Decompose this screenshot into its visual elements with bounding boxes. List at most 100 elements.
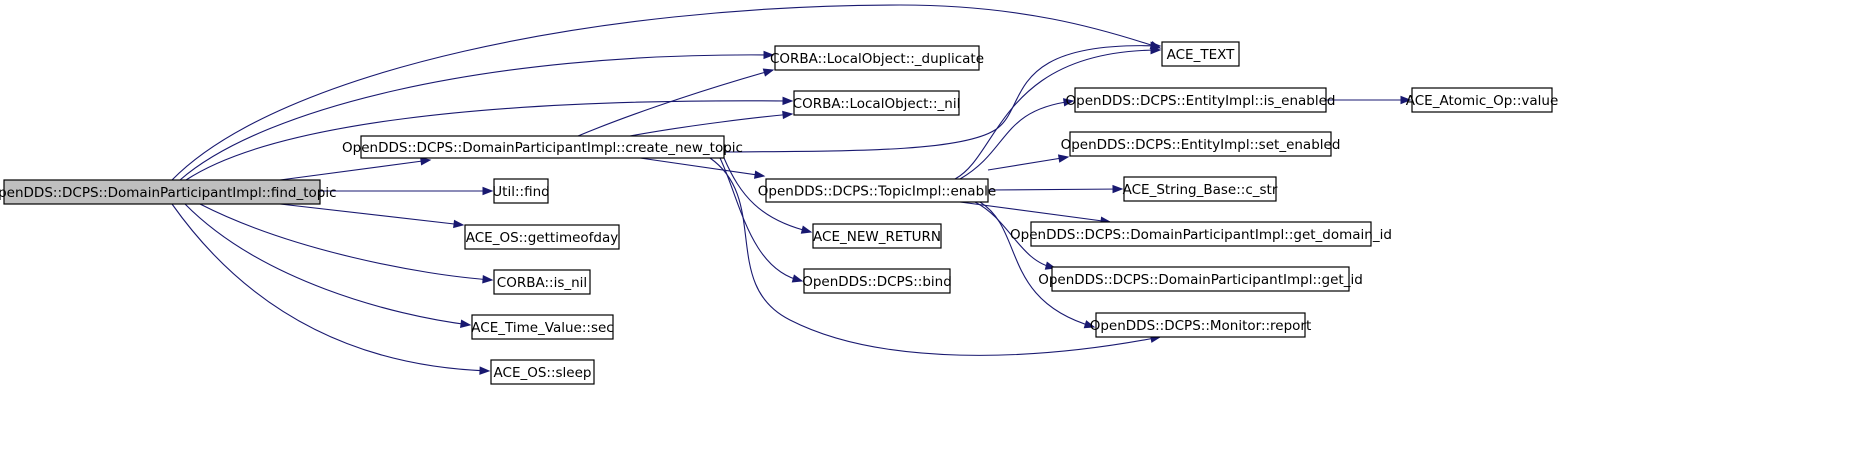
edge-topicimpl_enable-to-entity_set_enabled xyxy=(987,154,1070,171)
node-label: CORBA::LocalObject::_duplicate xyxy=(770,51,984,67)
node-box xyxy=(765,178,989,203)
node-localobject-duplicate[interactable]: CORBA::LocalObject::_duplicate xyxy=(770,45,984,71)
node-string-base-c-str[interactable]: ACE_String_Base::c_str xyxy=(1123,176,1278,202)
node-label: OpenDDS::DCPS::TopicImpl::enable xyxy=(758,184,996,200)
edge-line xyxy=(279,203,464,226)
edge-find_topic-to-localobject_nil xyxy=(185,96,794,181)
edge-topicimpl_enable-to-monitor_report xyxy=(979,201,1096,329)
node-entity-is-enabled[interactable]: OpenDDS::DCPS::EntityImpl::is_enabled xyxy=(1066,87,1336,113)
node-label: OpenDDS::DCPS::DomainParticipantImpl::cr… xyxy=(342,140,743,156)
node-box xyxy=(1069,131,1332,157)
edge-topicimpl_enable-to-ace_text xyxy=(954,45,1162,180)
node-box xyxy=(360,135,725,159)
edge-topicimpl_enable-to-entity_is_enabled xyxy=(959,98,1075,180)
node-box xyxy=(803,268,951,294)
edge-find_topic-to-localobject_duplicate xyxy=(179,50,775,181)
node-box xyxy=(1030,221,1372,247)
edge-find_topic-to-time_value_sec xyxy=(184,203,472,328)
arrowhead xyxy=(1112,184,1124,194)
node-box xyxy=(464,224,620,250)
edge-topicimpl_enable-to-string_base_c_str xyxy=(987,184,1124,194)
edge-find_topic-to-ace_os_sleep xyxy=(171,203,491,375)
node-box xyxy=(493,178,549,204)
node-entity-set-enabled[interactable]: OpenDDS::DCPS::EntityImpl::set_enabled xyxy=(1061,131,1341,157)
arrowhead xyxy=(420,157,432,166)
node-label: ACE_OS::sleep xyxy=(494,365,592,381)
node-label: ACE_String_Base::c_str xyxy=(1123,182,1278,198)
arrowhead xyxy=(453,219,465,229)
node-label: OpenDDS::DCPS::DomainParticipantImpl::ge… xyxy=(1010,227,1392,243)
edge-create_new_topic-to-ace_new_return xyxy=(723,157,813,234)
edge-line xyxy=(171,203,490,372)
edge-line xyxy=(987,188,1123,191)
edge-topicimpl_enable-to-get_domain_id xyxy=(959,201,1112,225)
edge-line xyxy=(184,203,471,326)
edge-line xyxy=(974,201,1056,269)
node-dcps-bind[interactable]: OpenDDS::DCPS::bind xyxy=(802,268,952,294)
node-gettimeofday[interactable]: ACE_OS::gettimeofday xyxy=(464,224,620,250)
node-monitor-report[interactable]: OpenDDS::DCPS::Monitor::report xyxy=(1090,312,1312,338)
node-box xyxy=(1411,87,1553,113)
node-find-topic[interactable]: OpenDDS::DCPS::DomainParticipantImpl::fi… xyxy=(0,179,337,205)
node-box xyxy=(1051,266,1350,292)
edge-find_topic-to-corba_is_nil xyxy=(199,203,494,284)
edge-line xyxy=(987,156,1069,171)
edge-line xyxy=(279,159,431,181)
arrowhead xyxy=(1057,154,1070,163)
node-label: ACE_TEXT xyxy=(1167,47,1235,63)
node-label: ACE_NEW_RETURN xyxy=(813,229,941,245)
edge-find_topic-to-create_new_topic xyxy=(279,157,432,181)
edge-line xyxy=(199,203,493,281)
arrowhead xyxy=(782,110,794,120)
node-box xyxy=(3,179,321,205)
arrowhead xyxy=(782,96,794,106)
node-topicimpl-enable[interactable]: OpenDDS::DCPS::TopicImpl::enable xyxy=(758,178,996,203)
arrowhead xyxy=(763,50,775,60)
node-corba-is-nil[interactable]: CORBA::is_nil xyxy=(493,269,591,295)
node-localobject-nil[interactable]: CORBA::LocalObject::_nil xyxy=(793,90,961,116)
node-label: CORBA::is_nil xyxy=(497,275,587,291)
node-label: ACE_Time_Value::sec xyxy=(471,320,613,336)
arrowhead xyxy=(460,319,472,328)
arrowhead xyxy=(800,225,813,234)
node-get-id[interactable]: OpenDDS::DCPS::DomainParticipantImpl::ge… xyxy=(1038,266,1363,292)
call-nodes: OpenDDS::DCPS::DomainParticipantImpl::fi… xyxy=(0,41,1559,385)
node-label: OpenDDS::DCPS::bind xyxy=(802,274,952,290)
edge-entity_is_enabled-to-atomic_op_value xyxy=(1326,95,1412,105)
arrowhead xyxy=(1150,45,1162,55)
node-get-domain-id[interactable]: OpenDDS::DCPS::DomainParticipantImpl::ge… xyxy=(1010,221,1392,247)
node-box xyxy=(793,90,960,116)
edge-line xyxy=(959,100,1074,180)
arrowhead xyxy=(1400,95,1412,105)
node-ace-new-return[interactable]: ACE_NEW_RETURN xyxy=(812,223,942,249)
node-box xyxy=(774,45,980,71)
arrowhead xyxy=(1062,98,1075,107)
edge-line xyxy=(639,157,765,177)
arrowhead xyxy=(1083,320,1096,329)
edge-create_new_topic-to-localobject_duplicate xyxy=(577,68,775,137)
edge-line xyxy=(723,157,812,233)
edge-line xyxy=(577,69,774,137)
node-label: ACE_OS::gettimeofday xyxy=(466,230,619,246)
edge-line xyxy=(629,113,793,137)
edge-line xyxy=(979,201,1095,328)
node-label: CORBA::LocalObject::_nil xyxy=(793,96,961,112)
arrowhead xyxy=(482,275,494,284)
edge-find_topic-to-util_find xyxy=(320,186,494,196)
node-util-find[interactable]: Util::find xyxy=(492,178,550,204)
node-box xyxy=(812,223,942,249)
edge-line xyxy=(171,4,1161,181)
node-atomic-op-value[interactable]: ACE_Atomic_Op::value xyxy=(1406,87,1559,113)
node-time-value-sec[interactable]: ACE_Time_Value::sec xyxy=(471,314,614,340)
arrowhead xyxy=(791,274,804,283)
node-box xyxy=(471,314,614,340)
node-box xyxy=(1123,176,1277,202)
edge-line xyxy=(959,201,1111,223)
call-edges xyxy=(171,4,1412,375)
node-box xyxy=(1161,41,1240,67)
node-create-new-topic[interactable]: OpenDDS::DCPS::DomainParticipantImpl::cr… xyxy=(342,135,743,159)
edge-line xyxy=(709,157,1161,356)
node-ace-os-sleep[interactable]: ACE_OS::sleep xyxy=(490,359,595,385)
node-ace-text[interactable]: ACE_TEXT xyxy=(1161,41,1240,67)
